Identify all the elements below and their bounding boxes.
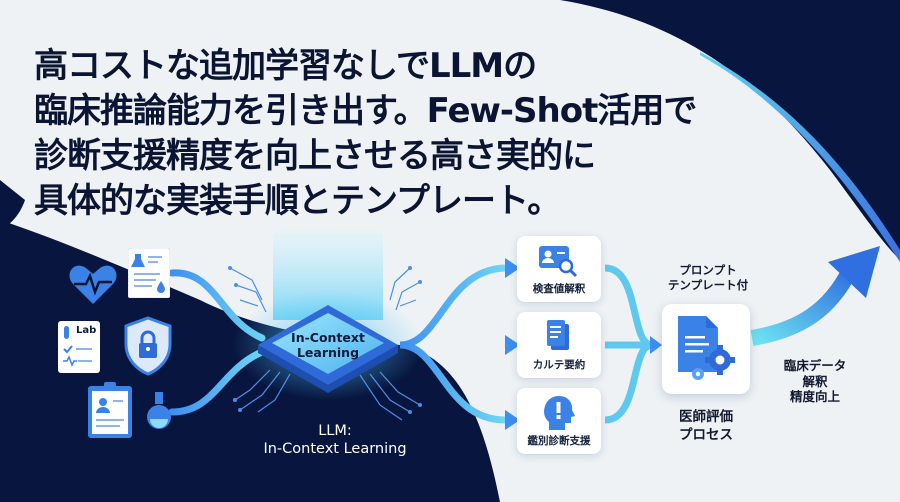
task-label: 鑑別診断支援 — [527, 435, 591, 447]
chip-label-line-2: Learning — [296, 345, 360, 360]
heart-rate-icon — [69, 265, 117, 304]
lab-card-label: Lab — [76, 325, 97, 336]
document-gears-icon — [678, 316, 735, 380]
process-label: 医師評価 プロセス — [656, 408, 756, 444]
headline-line-4: 具体的な実装手順とテンプレート。 — [34, 181, 561, 221]
prompt-template-label: プロンプト テンプレート付 — [658, 263, 758, 293]
lab-results-card — [58, 321, 100, 373]
llm-caption-line-1: LLM: — [318, 423, 352, 439]
headline-line-2: 臨床推論能力を引き出す。Few-Shot活用で — [34, 91, 697, 131]
lab-report-icon — [128, 248, 170, 298]
llm-caption: LLM: In-Context Learning — [240, 422, 430, 458]
lab-search-icon — [539, 246, 578, 278]
process-label-line-2: プロセス — [679, 427, 733, 443]
process-card — [662, 304, 750, 394]
prompt-label-line-2: テンプレート付 — [667, 278, 749, 292]
prompt-label-line-1: プロンプト — [679, 263, 737, 277]
headline-line-3: 診断支援精度を向上させる高さ実的に — [34, 136, 596, 176]
patient-clipboard-icon — [88, 382, 132, 438]
head-alert-icon — [544, 396, 575, 430]
result-label-line-1: 臨床データ — [783, 358, 847, 373]
result-label-line-3: 精度向上 — [789, 389, 840, 404]
headline: 高コストな追加学習なしでLLMの 臨床推論能力を引き出す。Few-Shot活用で… — [34, 44, 697, 224]
result-label-line-2: 解釈 — [802, 373, 828, 389]
task-card-chart-summary: カルテ要約 — [517, 312, 601, 378]
task-card-differential-diagnosis: 鑑別診断支援 — [517, 388, 601, 454]
task-label: カルテ要約 — [532, 359, 586, 371]
result-label: 臨床データ 解釈 精度向上 — [760, 358, 870, 405]
task-card-lab-interpretation: 検査値解釈 — [517, 236, 601, 302]
flask-icon — [147, 392, 171, 429]
llm-caption-line-2: In-Context Learning — [263, 441, 407, 457]
shield-lock-icon — [124, 316, 172, 376]
chip-label-line-1: In-Context — [291, 330, 365, 345]
document-icon — [547, 320, 569, 350]
process-label-line-1: 医師評価 — [679, 409, 733, 425]
task-label: 検査値解釈 — [532, 283, 586, 295]
headline-line-1: 高コストな追加学習なしでLLMの — [34, 46, 537, 86]
lab-results-card-icon — [63, 326, 92, 367]
chip-label: In-Context Learning — [268, 330, 388, 360]
